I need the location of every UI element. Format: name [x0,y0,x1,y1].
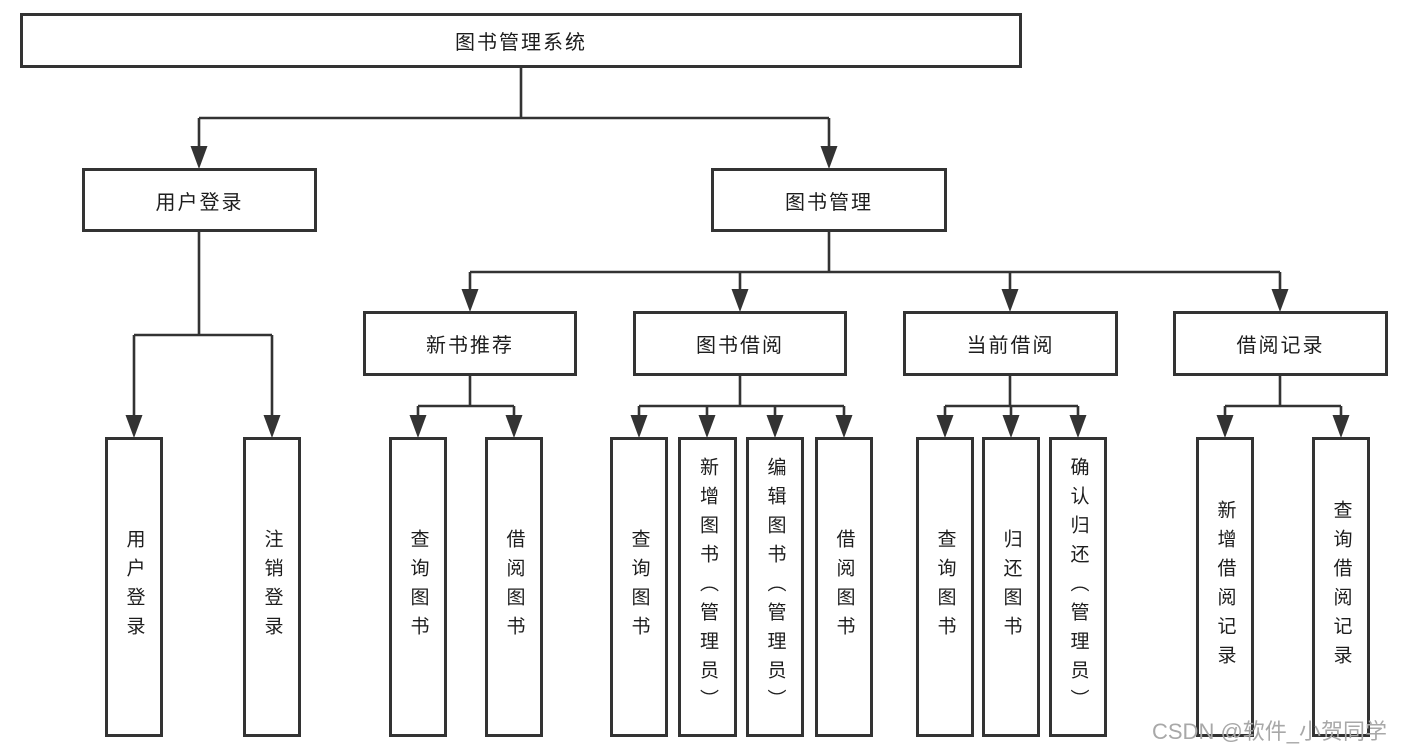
node-label: 借阅记录 [1236,335,1325,357]
node-label: 用户登录 [123,529,145,645]
node-label: 借阅图书 [503,529,525,645]
node-label: 查询图书 [934,529,956,645]
leaf-borrow-edit-book-admin: 编辑图书（管理员） [746,437,804,737]
leaf-current-return-book: 归还图书 [982,437,1040,737]
leaf-borrow-query-book: 查询图书 [610,437,668,737]
node-library-management-system: 图书管理系统 [20,13,1022,68]
node-book-borrowing: 图书借阅 [633,311,847,376]
tree-edges [132,68,1343,417]
node-label: 查询借阅记录 [1330,500,1352,674]
node-label: 用户登录 [155,191,244,214]
node-label: 确认归还（管理员） [1067,456,1089,718]
leaf-records-add-record: 新增借阅记录 [1196,437,1254,737]
leaf-user-login: 用户登录 [105,437,163,737]
node-borrowing-records: 借阅记录 [1173,311,1388,376]
leaf-recommend-borrow-book: 借阅图书 [485,437,543,737]
leaf-borrow-add-book-admin: 新增图书（管理员） [678,437,737,737]
node-label: 新增借阅记录 [1214,500,1236,674]
node-label: 编辑图书（管理员） [764,456,786,718]
node-label: 归还图书 [1000,529,1022,645]
node-label: 新增图书（管理员） [697,456,718,718]
leaf-logout: 注销登录 [243,437,301,737]
node-current-borrowing: 当前借阅 [903,311,1118,376]
node-label: 当前借阅 [966,335,1055,357]
node-label: 新书推荐 [426,335,514,357]
node-new-book-recommend: 新书推荐 [363,311,577,376]
leaf-records-query-record: 查询借阅记录 [1312,437,1370,737]
node-label: 查询图书 [407,529,429,645]
node-label: 注销登录 [261,529,283,645]
node-label: 图书借阅 [696,335,784,357]
leaf-current-confirm-return-admin: 确认归还（管理员） [1049,437,1107,737]
node-label: 图书管理系统 [455,32,587,54]
csdn-watermark: CSDN @软件_小贺同学 [1152,719,1388,744]
leaf-current-query-book: 查询图书 [916,437,974,737]
node-label: 查询图书 [628,529,650,645]
node-book-management: 图书管理 [711,168,947,232]
leaf-recommend-query-book: 查询图书 [389,437,447,737]
node-user-login: 用户登录 [82,168,317,232]
arrowheads [125,146,1350,438]
node-label: 借阅图书 [833,529,855,645]
leaf-borrow-borrow-book: 借阅图书 [815,437,873,737]
node-label: 图书管理 [785,191,873,214]
